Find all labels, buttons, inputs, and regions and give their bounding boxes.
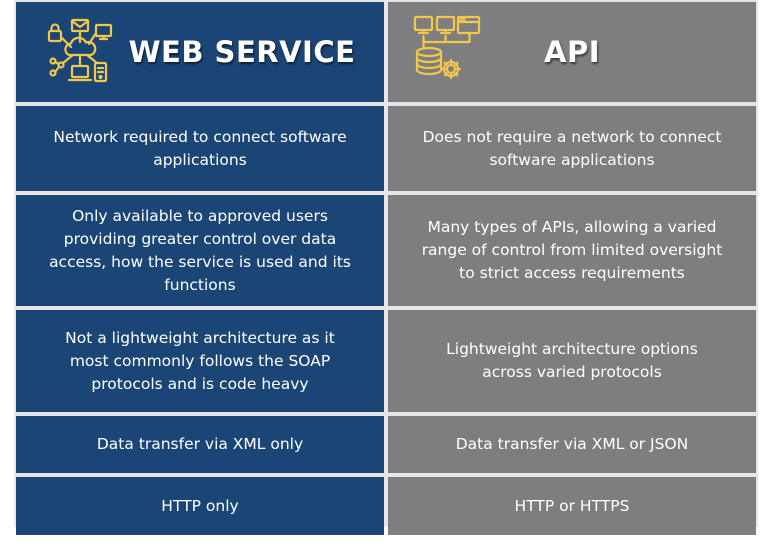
- api-header: API: [388, 2, 756, 102]
- cell-text: HTTP only: [161, 496, 239, 515]
- web-service-cell-access: Only available to approved users providi…: [16, 195, 384, 306]
- api-cell-network: Does not require a network to connect so…: [388, 106, 756, 191]
- web-service-cell-network: Network required to connect software app…: [16, 106, 384, 191]
- cell-text: Only available to approved users providi…: [49, 206, 351, 294]
- cell-text: Not a lightweight architecture as it mos…: [65, 328, 335, 393]
- cell-text: Many types of APIs, allowing a varied ra…: [421, 218, 723, 282]
- cell-text: Does not require a network to connect so…: [422, 127, 722, 169]
- api-cell-architecture: Lightweight architecture options across …: [388, 310, 756, 412]
- api-cell-data-transfer: Data transfer via XML or JSON: [388, 416, 756, 473]
- api-title: API: [544, 34, 600, 69]
- comparison-table: WEB SERVICE: [14, 0, 758, 535]
- web-service-title: WEB SERVICE: [128, 34, 356, 69]
- web-service-cell-data-transfer: Data transfer via XML only: [16, 416, 384, 473]
- computer-database-gear-icon: [413, 15, 481, 80]
- cell-text: Data transfer via XML or JSON: [455, 435, 689, 453]
- api-cell-access: Many types of APIs, allowing a varied ra…: [388, 195, 756, 306]
- cell-text: Network required to connect software app…: [53, 127, 347, 169]
- network-devices-icon: [47, 18, 112, 83]
- api-cell-protocol: HTTP or HTTPS: [388, 477, 756, 535]
- web-service-cell-protocol: HTTP only: [16, 477, 384, 535]
- cell-text: Data transfer via XML only: [96, 435, 304, 453]
- cell-text: Lightweight architecture options across …: [446, 340, 698, 381]
- web-service-cell-architecture: Not a lightweight architecture as it mos…: [16, 310, 384, 412]
- web-service-header: WEB SERVICE: [16, 2, 384, 102]
- cell-text: HTTP or HTTPS: [514, 496, 630, 515]
